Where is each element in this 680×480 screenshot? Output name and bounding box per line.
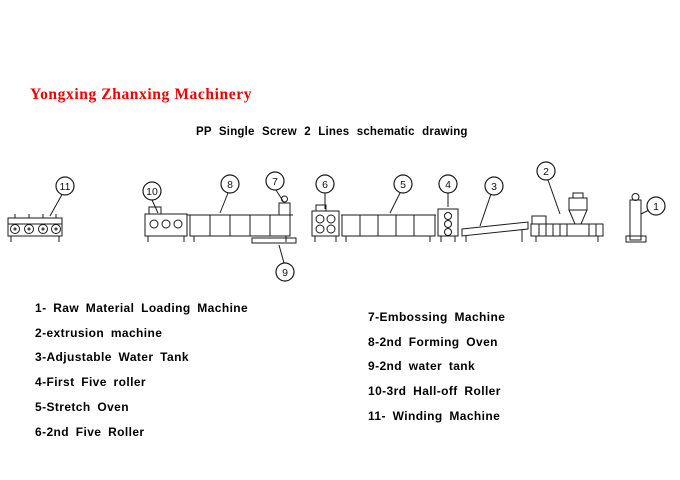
svg-text:4: 4 [445, 179, 451, 191]
legend-item-10: 10-3rd Hall-off Roller [368, 384, 501, 399]
callout-2: 2 [536, 161, 561, 215]
stretch-oven [341, 214, 436, 242]
svg-text:5: 5 [400, 179, 406, 191]
callout-6: 6 [315, 174, 335, 209]
legend-item-3: 3-Adjustable Water Tank [35, 350, 189, 365]
legend-item-5: 5-Stretch Oven [35, 399, 129, 414]
callout-10: 10 [142, 181, 162, 214]
first-five-roller [437, 208, 459, 242]
callout-3: 3 [479, 176, 504, 227]
svg-text:7: 7 [272, 176, 278, 188]
second-five-roller [311, 204, 340, 242]
forming-oven [187, 214, 293, 242]
callout-1: 1 [640, 196, 666, 216]
adjustable-water-tank [461, 221, 529, 242]
callout-9: 9 [275, 244, 295, 282]
legend-item-7: 7-Embossing Machine [368, 310, 506, 324]
svg-text:10: 10 [146, 186, 158, 198]
embossing-machine [278, 195, 291, 216]
company-name: Yongxing Zhanxing Machinery [30, 86, 253, 103]
legend-item-6: 6-2nd Five Roller [35, 424, 145, 439]
legend-item-11: 11- Winding Machine [368, 408, 501, 423]
legend-item-2: 2-extrusion machine [35, 325, 163, 340]
legend-item-9: 9-2nd water tank [368, 359, 476, 374]
callout-4: 4 [438, 174, 458, 207]
legend-item-1: 1- Raw Material Loading Machine [35, 301, 249, 315]
winding-machine [7, 214, 63, 242]
loading-machine [625, 193, 647, 243]
svg-text:1: 1 [653, 201, 659, 213]
legend-item-8: 8-2nd Forming Oven [368, 334, 498, 349]
svg-text:11: 11 [60, 181, 71, 193]
callout-11: 11 [49, 176, 75, 217]
schematic-drawing: 11 10 8 7 9 6 5 [7, 161, 666, 282]
svg-text:8: 8 [227, 179, 233, 191]
drawing-title: PP Single Screw 2 Lines schematic drawin… [196, 126, 468, 138]
callout-5: 5 [389, 174, 413, 214]
callout-7: 7 [265, 171, 285, 202]
svg-text:6: 6 [322, 179, 328, 191]
svg-text:9: 9 [282, 267, 288, 279]
second-water-tank [251, 237, 297, 244]
legend-item-4: 4-First Five roller [35, 375, 146, 390]
extrusion-machine [530, 192, 604, 242]
haul-off-roller-machine [144, 206, 188, 242]
svg-text:3: 3 [491, 181, 497, 193]
legend-left-column: 1- Raw Material Loading Machine 2-extrus… [35, 296, 248, 444]
callout-8: 8 [219, 174, 240, 214]
legend-right-column: 7-Embossing Machine 8-2nd Forming Oven 9… [368, 305, 505, 429]
svg-text:2: 2 [543, 166, 549, 178]
